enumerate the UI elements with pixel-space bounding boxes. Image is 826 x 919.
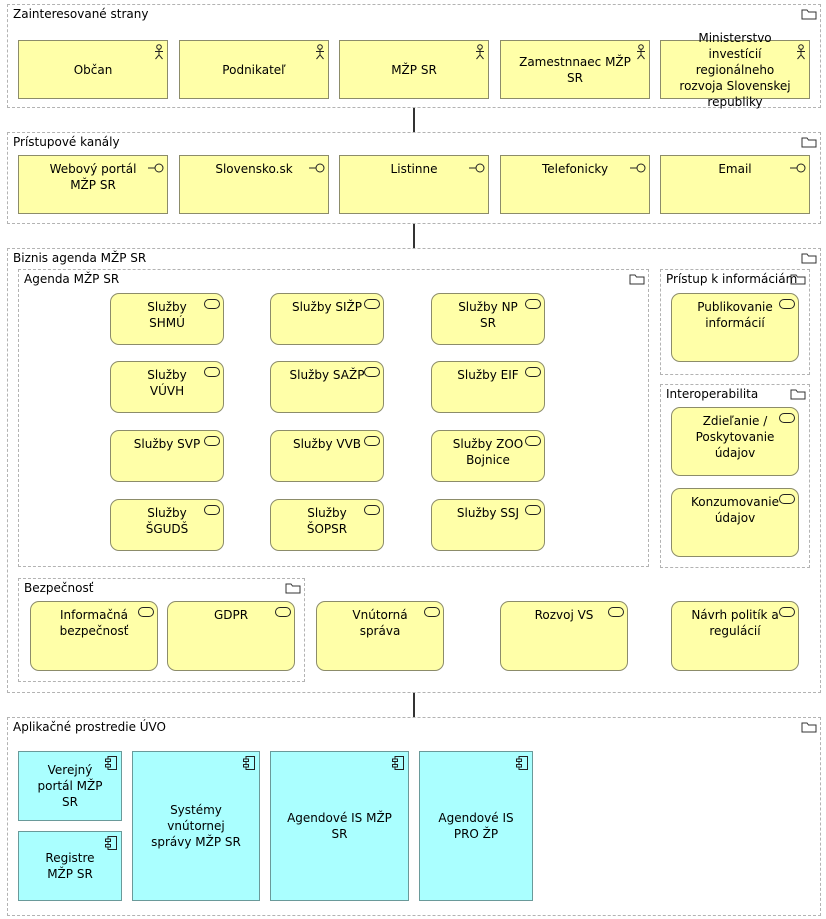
interface-box[interactable]: Slovensko.sk xyxy=(179,155,329,214)
group-title: Interoperabilita xyxy=(666,387,759,401)
service-icon xyxy=(525,367,541,377)
service-icon xyxy=(424,607,440,617)
component-icon xyxy=(392,756,404,770)
component-box[interactable]: Registre MŽP SR xyxy=(18,831,122,901)
service-box[interactable]: Služby EIF xyxy=(431,361,545,413)
group-title: Prístup k informáciám xyxy=(666,272,798,286)
service-icon xyxy=(525,436,541,446)
service-box[interactable]: Vnútorná správa xyxy=(316,601,444,671)
component-icon xyxy=(105,756,117,770)
service-box[interactable]: Publikovanie informácií xyxy=(671,293,799,362)
service-icon xyxy=(138,607,154,617)
service-icon xyxy=(779,494,795,504)
interface-icon xyxy=(309,163,325,173)
interface-icon xyxy=(148,163,164,173)
component-box[interactable]: Verejný portál MŽP SR xyxy=(18,751,122,821)
service-icon xyxy=(779,413,795,423)
service-box[interactable]: Služby ŠOPSR xyxy=(270,499,384,551)
service-icon xyxy=(608,607,624,617)
service-icon xyxy=(364,436,380,446)
interface-icon xyxy=(469,163,485,173)
folder-icon xyxy=(801,137,817,148)
service-box[interactable]: GDPR xyxy=(167,601,295,671)
interface-box[interactable]: Telefonicky xyxy=(500,155,650,214)
group-title: Prístupové kanály xyxy=(13,135,120,149)
service-icon xyxy=(525,505,541,515)
service-box[interactable]: Služby SHMÚ xyxy=(110,293,224,345)
service-box[interactable]: Služby ŠGUDŠ xyxy=(110,499,224,551)
component-box[interactable]: Agendové IS PRO ŽP xyxy=(419,751,533,901)
interface-icon xyxy=(790,163,806,173)
interface-icon xyxy=(630,163,646,173)
group-title: Bezpečnosť xyxy=(24,581,94,595)
service-icon xyxy=(204,299,220,309)
application-layer-group[interactable]: Aplikačné prostredie ÚVO xyxy=(7,717,821,916)
service-icon xyxy=(779,299,795,309)
service-icon xyxy=(779,607,795,617)
service-box[interactable]: Služby SIŽP xyxy=(270,293,384,345)
actor-box[interactable]: Ministerstvo investícií regionálneho roz… xyxy=(660,31,810,109)
service-box[interactable]: Služby SVP xyxy=(110,430,224,482)
actor-icon xyxy=(155,44,163,60)
interface-box[interactable]: Email xyxy=(660,155,810,214)
component-box[interactable]: Systémy vnútornej správy MŽP SR xyxy=(132,751,260,901)
folder-icon xyxy=(285,583,301,594)
service-icon xyxy=(364,367,380,377)
service-box[interactable]: Zdieľanie / Poskytovanie údajov xyxy=(671,407,799,476)
service-box[interactable]: Služby ZOO Bojnice xyxy=(431,430,545,482)
component-icon xyxy=(105,836,117,850)
interface-box[interactable]: Listinne xyxy=(339,155,489,214)
component-icon xyxy=(243,756,255,770)
actor-icon xyxy=(316,44,324,60)
service-box[interactable]: Služby SSJ xyxy=(431,499,545,551)
folder-icon xyxy=(629,274,645,285)
service-icon xyxy=(364,299,380,309)
actor-box[interactable]: Podnikateľ xyxy=(179,40,329,99)
folder-icon xyxy=(790,389,806,400)
service-icon xyxy=(204,436,220,446)
service-icon xyxy=(204,367,220,377)
actor-box[interactable]: Zamestnnaec MŽP SR xyxy=(500,40,650,99)
group-title: Biznis agenda MŽP SR xyxy=(13,251,147,265)
service-box[interactable]: Informačná bezpečnosť xyxy=(30,601,158,671)
service-box[interactable]: Služby SAŽP xyxy=(270,361,384,413)
connector-line xyxy=(413,693,415,717)
group-title: Zainteresované strany xyxy=(13,7,149,21)
connector-line xyxy=(413,224,415,248)
service-box[interactable]: Služby NP SR xyxy=(431,293,545,345)
service-icon xyxy=(204,505,220,515)
folder-icon xyxy=(790,274,806,285)
component-icon xyxy=(516,756,528,770)
folder-icon xyxy=(801,722,817,733)
actor-icon xyxy=(797,44,805,60)
actor-icon xyxy=(476,44,484,60)
folder-icon xyxy=(801,253,817,264)
service-icon xyxy=(525,299,541,309)
service-box[interactable]: Návrh politík a regulácií xyxy=(671,601,799,671)
service-icon xyxy=(364,505,380,515)
actor-box[interactable]: Občan xyxy=(18,40,168,99)
service-box[interactable]: Rozvoj VS xyxy=(500,601,628,671)
interface-box[interactable]: Webový portál MŽP SR xyxy=(18,155,168,214)
service-box[interactable]: Služby VVB xyxy=(270,430,384,482)
group-title: Aplikačné prostredie ÚVO xyxy=(13,720,166,734)
service-box[interactable]: Konzumovanie údajov xyxy=(671,488,799,557)
folder-icon xyxy=(801,9,817,20)
service-box[interactable]: Služby VÚVH xyxy=(110,361,224,413)
actor-box[interactable]: MŽP SR xyxy=(339,40,489,99)
group-title: Agenda MŽP SR xyxy=(24,272,120,286)
connector-line xyxy=(413,108,415,132)
service-icon xyxy=(275,607,291,617)
actor-icon xyxy=(637,44,645,60)
component-box[interactable]: Agendové IS MŽP SR xyxy=(270,751,409,901)
